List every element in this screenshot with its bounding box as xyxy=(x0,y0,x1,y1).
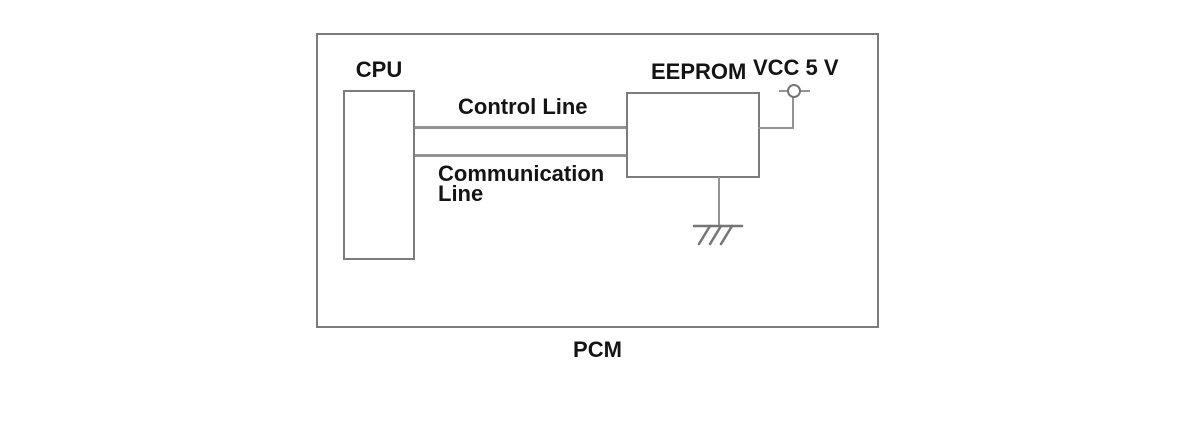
vcc-label: VCC 5 V xyxy=(753,55,839,80)
eeprom-label: EEPROM xyxy=(651,59,747,84)
pcm-label: PCM xyxy=(573,337,622,362)
vcc-wire-horizontal xyxy=(758,127,794,129)
power-terminal-icon xyxy=(787,84,801,98)
ground-icon xyxy=(692,224,744,246)
control-line-label: Control Line xyxy=(458,94,588,119)
communication-line-label: Communication Line xyxy=(438,161,605,206)
vcc-wire-vertical xyxy=(792,96,794,129)
communication-line-wire xyxy=(415,154,626,157)
cpu-label: CPU xyxy=(355,57,403,82)
cpu-block xyxy=(343,90,415,260)
ground-wire-vertical xyxy=(718,177,720,225)
eeprom-block xyxy=(626,92,760,178)
control-line-wire xyxy=(415,126,626,129)
